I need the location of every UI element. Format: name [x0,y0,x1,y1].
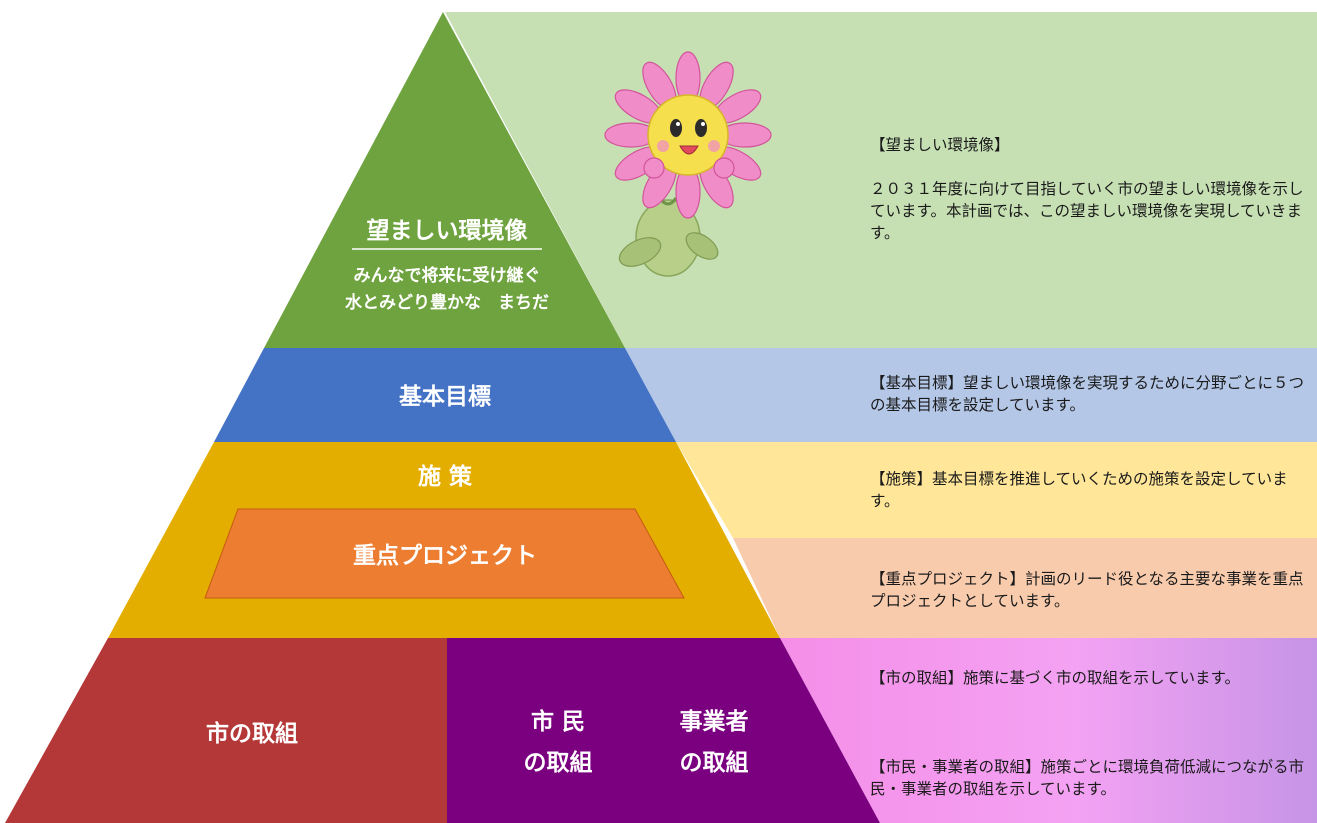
flower-mascot-icon [604,51,772,277]
measures-band [676,442,1317,538]
vision-subtitle-line1: みんなで将来に受け継ぐ [354,265,541,286]
citizens-label-line1: 市 民 [531,708,585,735]
vision-title: 望ましい環境像 [367,217,529,244]
goals-tier [214,348,676,442]
vision-description: 【望ましい環境像】 ２０３１年度に向けて目指していく市の望ましい環境像を示してい… [870,134,1310,244]
citizens-description: 【市民・事業者の取組】施策ごとに環境負荷低減につながる市民・事業者の取組を示して… [870,758,1305,798]
measures-description: 【施策】基本目標を推進していくための施策を設定しています。 [870,470,1288,510]
vision-tier [264,12,625,348]
goals-label: 基本目標 [399,384,491,410]
actions-band [780,638,1317,823]
vision-heading: 【望ましい環境像】 [870,136,1010,154]
city-description: 【市の取組】施策に基づく市の取組を示しています。 [870,669,1240,687]
city-tier [5,638,447,823]
priority-box [204,508,685,599]
goals-description: 【基本目標】望ましい環境像を実現するために分野ごとに５つの基本目標を設定していま… [870,374,1305,414]
goals-band [625,348,1317,442]
vision-subtitle-line2: 水とみどり豊かな まちだ [345,292,549,313]
business-label-line2: の取組 [680,749,749,776]
city-label: 市の取組 [206,720,298,747]
citizens-tier [447,638,880,823]
priority-band [733,538,1317,638]
vision-body: ２０３１年度に向けて目指していく市の望ましい環境像を示しています。本計画では、こ… [870,180,1304,242]
citizens-label-line2: の取組 [524,749,593,776]
measures-label: 施 策 [418,463,473,490]
business-label-line1: 事業者 [680,708,749,735]
priority-label: 重点プロジェクト [353,543,537,569]
priority-description: 【重点プロジェクト】計画のリード役となる主要な事業を重点プロジェクトとしています… [870,570,1304,610]
